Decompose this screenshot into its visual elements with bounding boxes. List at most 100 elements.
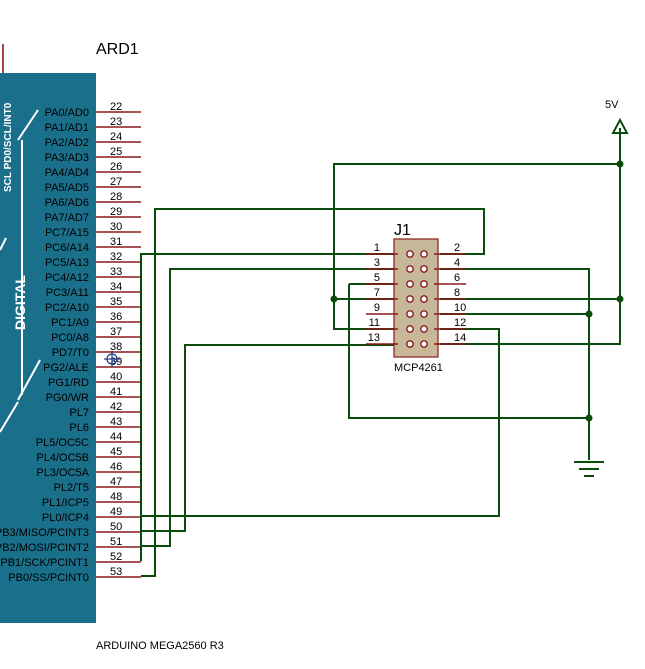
j1-pin-number: 10	[454, 302, 466, 314]
arduino-pin-label: PB2/MOSI/PCINT2	[0, 542, 89, 554]
arduino-pin-number: 24	[110, 131, 122, 143]
arduino-pin-label: PL6	[69, 422, 89, 434]
j1-pad-icon	[420, 340, 428, 348]
arduino-pin-number: 51	[110, 536, 122, 548]
wire-pin49[interactable]	[141, 328, 500, 517]
arduino-pin-number: 42	[110, 401, 122, 413]
arduino-pin-label: PC0/A8	[51, 332, 89, 344]
arduino-pin-number: 45	[110, 446, 122, 458]
wire-ss[interactable]	[141, 208, 485, 577]
arduino-pin-label: PC5/A13	[45, 257, 89, 269]
arduino-pin-label: PA2/AD2	[45, 137, 89, 149]
arduino-model: ARDUINO MEGA2560 R3	[96, 640, 224, 652]
arduino-pin-number: 25	[110, 146, 122, 158]
junction-dot	[585, 310, 593, 318]
wire-gnd[interactable]	[348, 284, 590, 460]
board-decor-line	[17, 109, 39, 141]
arduino-pin-label: PC6/A14	[45, 242, 89, 254]
arduino-pin-number: 26	[110, 161, 122, 173]
wire-pin4-gnd[interactable]	[440, 268, 590, 418]
arduino-ref: ARD1	[96, 41, 139, 58]
arduino-pin-number: 53	[110, 566, 122, 578]
junction-dot	[330, 295, 338, 303]
arduino-pin-number: 35	[110, 296, 122, 308]
arduino-pin-label: PL2/T5	[54, 482, 89, 494]
junction-dot	[616, 160, 624, 168]
arduino-pin-label: PC1/A9	[51, 317, 89, 329]
arduino-pin-label: PA5/AD5	[45, 182, 89, 194]
arduino-pin-label: PA0/AD0	[45, 107, 89, 119]
arduino-pin-number: 37	[110, 326, 122, 338]
arduino-pin-label: PB3/MISO/PCINT3	[0, 527, 89, 539]
arduino-pin-label: PL5/OC5C	[36, 437, 89, 449]
board-decor-line	[0, 237, 7, 251]
arduino-pin-number: 29	[110, 206, 122, 218]
arduino-board-body[interactable]	[0, 73, 96, 623]
wire-miso[interactable]	[141, 344, 398, 532]
j1-pad-icon	[406, 325, 414, 333]
arduino-pin-number: 46	[110, 461, 122, 473]
j1-pad-icon	[420, 295, 428, 303]
j1-pin-number: 5	[374, 272, 380, 284]
arduino-pin-number: 32	[110, 251, 122, 263]
j1-pad-icon	[406, 280, 414, 288]
j1-pin-number: 2	[454, 242, 460, 254]
arduino-pin-number: 38	[110, 341, 122, 353]
arduino-pin-number: 36	[110, 311, 122, 323]
arduino-pin-label: PG2/ALE	[43, 362, 89, 374]
power-triangle-icon	[611, 117, 629, 134]
arduino-pin-label: PC2/A10	[45, 302, 89, 314]
junction-dot	[585, 414, 593, 422]
arduino-pin-label: PG1/RD	[48, 377, 89, 389]
arduino-pin-label: PC7/A15	[45, 227, 89, 239]
arduino-pin-label: PB1/SCK/PCINT1	[0, 557, 89, 569]
arduino-pin-label: PD7/T0	[52, 347, 89, 359]
digital-label: DIGITAL	[12, 275, 28, 330]
arduino-pin-label: PG0/WR	[46, 392, 89, 404]
arduino-pin-number: 41	[110, 386, 122, 398]
j1-pin-number: 8	[454, 287, 460, 299]
j1-ref: J1	[394, 222, 411, 239]
arduino-pin-label: PA4/AD4	[45, 167, 89, 179]
j1-pin-number: 3	[374, 257, 380, 269]
arduino-pin-number: 22	[110, 101, 122, 113]
j1-pin-number: 4	[454, 257, 460, 269]
arduino-pin-number: 43	[110, 416, 122, 428]
j1-pad-icon	[406, 250, 414, 258]
j1-pin-number: 9	[374, 302, 380, 314]
ground-symbol[interactable]	[574, 461, 604, 477]
arduino-pin-label: PL0/ICP4	[42, 512, 89, 524]
scl-label: SCL PD0/SCL/INT0	[3, 102, 14, 192]
j1-pad-icon	[420, 310, 428, 318]
wire-mosi[interactable]	[141, 268, 398, 547]
arduino-pin-number: 52	[110, 551, 122, 563]
wire-pin14[interactable]	[440, 128, 621, 345]
arduino-pin-number: 33	[110, 266, 122, 278]
power-label: 5V	[605, 99, 619, 111]
arduino-pin-number: 48	[110, 491, 122, 503]
j1-body	[393, 238, 439, 358]
j1-pad-icon	[406, 340, 414, 348]
probe-icon	[104, 351, 120, 367]
arduino-pin-label: PL7	[69, 407, 89, 419]
arduino-pin-number: 49	[110, 506, 122, 518]
j1-pin-number: 14	[454, 332, 466, 344]
arduino-pin-number: 34	[110, 281, 122, 293]
j1-pin-number: 6	[454, 272, 460, 284]
arduino-pin-label: PL4/OC5B	[36, 452, 89, 464]
wire-sck[interactable]	[140, 253, 398, 561]
arduino-pin-number: 28	[110, 191, 122, 203]
arduino-pin-number: 27	[110, 176, 122, 188]
arduino-pin-number: 47	[110, 476, 122, 488]
power-symbol[interactable]: 5V	[605, 99, 629, 134]
arduino-pin-label: PC3/A11	[46, 287, 89, 299]
j1-pin-number: 13	[368, 332, 380, 344]
arduino-pin-label: PB0/SS/PCINT0	[8, 572, 89, 584]
arduino-pin-label: PA1/AD1	[45, 122, 89, 134]
arduino-pin-number: 23	[110, 116, 122, 128]
j1-pin-number: 1	[374, 242, 380, 254]
j1-pin-number: 7	[374, 287, 380, 299]
